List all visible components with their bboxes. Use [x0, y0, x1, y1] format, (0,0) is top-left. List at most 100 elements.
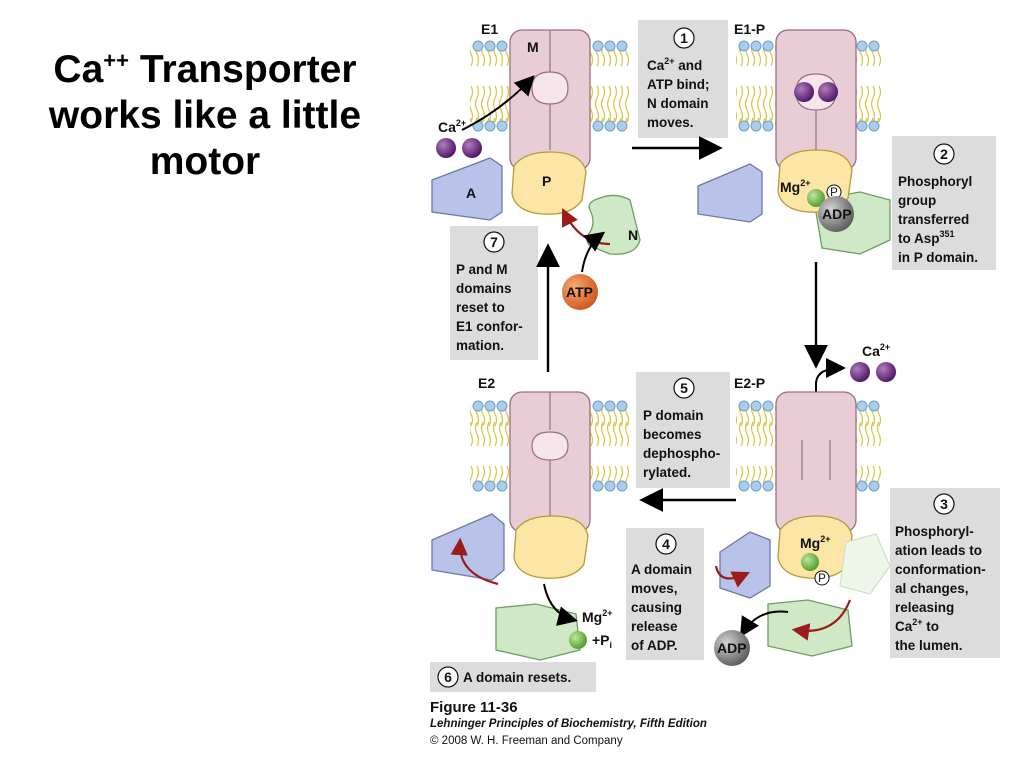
- svg-text:A domain resets.: A domain resets.: [463, 670, 571, 685]
- e2-mg-label: Mg2+: [582, 608, 612, 625]
- step-1-box: 1 Ca2+ and ATP bind; N domain moves.: [638, 20, 728, 138]
- title-ca: Ca: [53, 48, 104, 91]
- svg-text:becomes: becomes: [643, 427, 702, 442]
- step-5-box: 5 P domain becomes dephospho- rylated.: [636, 372, 730, 488]
- e2-p-domain: [513, 515, 589, 579]
- e1-ca-label: Ca2+: [438, 118, 466, 135]
- svg-text:Phosphoryl-: Phosphoryl-: [895, 524, 974, 539]
- svg-text:conformation-: conformation-: [895, 562, 986, 577]
- svg-text:reset to: reset to: [456, 300, 505, 315]
- figure-number: Figure 11-36: [430, 699, 518, 716]
- e1-p-domain: [511, 151, 587, 215]
- svg-text:7: 7: [490, 234, 498, 250]
- e2p-m-domain: [775, 391, 857, 533]
- e2p-a-rotation-arrow: [714, 565, 750, 588]
- step-6-box: 6 A domain resets.: [430, 662, 596, 692]
- e1-n-domain: [586, 194, 641, 255]
- step-4-box: 4 A domain moves, causing release of ADP…: [626, 528, 704, 660]
- e1-transporter: M A P N: [431, 29, 641, 255]
- e1p-magnesium-ion: [807, 189, 825, 207]
- step-3-box: 3 Phosphoryl- ation leads to conformatio…: [890, 488, 1000, 658]
- svg-text:moves,: moves,: [631, 581, 678, 596]
- e2-a-domain: [431, 513, 505, 581]
- svg-text:E1 confor-: E1 confor-: [456, 319, 523, 334]
- state-label-e2p: E2-P: [734, 375, 765, 391]
- svg-text:mation.: mation.: [456, 338, 504, 353]
- e2p-released-calcium-1: [850, 362, 870, 382]
- e2p-adp-molecule: [714, 630, 750, 666]
- title-transporter: Transporter: [128, 48, 357, 91]
- title-line-3: motor: [149, 140, 261, 183]
- e1p-adp-molecule: [818, 196, 854, 232]
- svg-text:3: 3: [940, 496, 948, 512]
- adp-release-arrow: [739, 610, 789, 638]
- step-7-box: 7 P and M domains reset to E1 confor- ma…: [450, 226, 538, 360]
- svg-text:1: 1: [680, 30, 688, 46]
- e2p-adp-label: ADP: [717, 640, 747, 656]
- e1-calcium-ion-2: [462, 138, 482, 158]
- state-label-e1p: E1-P: [734, 21, 765, 37]
- svg-text:group: group: [898, 193, 936, 208]
- domain-label-a: A: [466, 185, 476, 201]
- svg-text:ATP bind;: ATP bind;: [647, 77, 710, 92]
- svg-text:to Asp351: to Asp351: [898, 229, 955, 246]
- e2p-ghost-domain: [839, 533, 891, 595]
- svg-text:Ca2+ to: Ca2+ to: [895, 617, 939, 634]
- e2p-phosphate-label: P: [818, 573, 826, 585]
- e2-a-reset-arrow: [450, 537, 499, 586]
- e2p-phosphate: [814, 570, 830, 586]
- atp-label: ATP: [566, 284, 593, 300]
- svg-text:Ca2+ and: Ca2+ and: [647, 56, 702, 73]
- svg-text:rylated.: rylated.: [643, 465, 691, 480]
- svg-text:A domain: A domain: [631, 562, 692, 577]
- step-2-box: 2 Phosphoryl group transferred to Asp351…: [892, 136, 996, 270]
- domain-label-p: P: [542, 173, 551, 189]
- e1-calcium-ion-1: [436, 138, 456, 158]
- svg-text:4: 4: [662, 536, 670, 552]
- e2p-n-rotation-arrow: [791, 599, 852, 641]
- e2p-ca-label: Ca2+: [862, 342, 890, 359]
- svg-text:transferred: transferred: [898, 212, 969, 227]
- title-charge: ++: [103, 48, 129, 73]
- svg-text:of ADP.: of ADP.: [631, 638, 678, 653]
- svg-text:N domain: N domain: [647, 96, 709, 111]
- state-label-e2: E2: [478, 375, 495, 391]
- svg-text:2: 2: [940, 146, 948, 162]
- copyright: © 2008 W. H. Freeman and Company: [430, 735, 623, 747]
- atp-molecule: [562, 274, 598, 310]
- e1p-calcium-ion-2: [818, 82, 838, 102]
- domain-label-n: N: [628, 227, 638, 243]
- svg-text:causing: causing: [631, 600, 682, 615]
- svg-text:releasing: releasing: [895, 600, 954, 615]
- svg-text:moves.: moves.: [647, 115, 694, 130]
- e2p-a-domain: [719, 531, 771, 599]
- e2p-calcium-release-arrow: [815, 358, 846, 440]
- e2p-released-calcium-2: [876, 362, 896, 382]
- e2-magnesium-ion: [569, 631, 587, 649]
- e2-transporter: [431, 391, 591, 661]
- e1p-calcium-ion-1: [794, 82, 814, 102]
- e2p-mg-label: Mg2+: [800, 534, 830, 551]
- book-title: Lehninger Principles of Biochemistry, Fi…: [430, 718, 707, 730]
- svg-text:5: 5: [680, 380, 688, 396]
- state-label-e1: E1: [481, 21, 498, 37]
- atp-binding-arrow: [581, 231, 606, 273]
- svg-text:in P domain.: in P domain.: [898, 250, 978, 265]
- e2-n-domain: [495, 603, 581, 661]
- e2p-n-domain: [767, 599, 853, 657]
- svg-text:al changes,: al changes,: [895, 581, 969, 596]
- svg-text:6: 6: [444, 669, 452, 685]
- svg-text:the lumen.: the lumen.: [895, 638, 963, 653]
- svg-text:ation leads to: ation leads to: [895, 543, 982, 558]
- e2-pi-label: +Pi: [592, 632, 612, 650]
- e2p-magnesium-ion: [801, 553, 819, 571]
- e1p-a-domain: [697, 163, 763, 223]
- mg-pi-release-arrow: [543, 583, 578, 626]
- e1p-phosphate-label: P: [830, 187, 838, 199]
- e1-calcium-entry-arrow: [461, 75, 535, 131]
- e1p-adp-label: ADP: [822, 206, 852, 222]
- svg-text:release: release: [631, 619, 678, 634]
- svg-text:dephospho-: dephospho-: [643, 446, 720, 461]
- membrane-e2p: [736, 400, 882, 492]
- e1-a-domain: [431, 157, 503, 221]
